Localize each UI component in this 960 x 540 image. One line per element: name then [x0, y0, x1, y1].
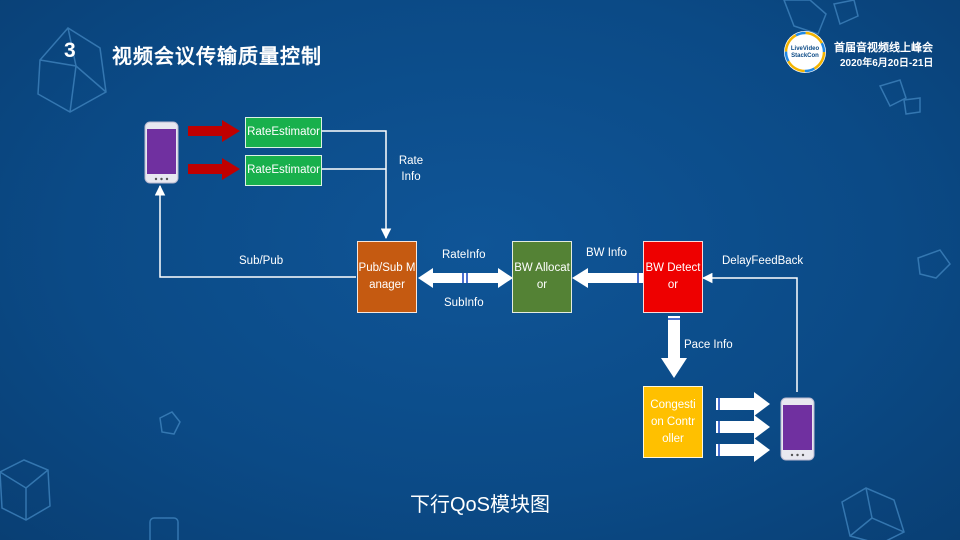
pubsub-manager-box: Pub/Sub Manager	[357, 241, 417, 313]
event-date: 2020年6月20日-21日	[840, 58, 934, 69]
decorative-cube-icon	[783, 0, 859, 35]
bw-info-label: BW Info	[586, 247, 627, 259]
phone-icon	[780, 397, 815, 461]
bw-info-arrow-stripe	[637, 273, 639, 283]
slide-number: 3	[64, 39, 76, 62]
red-arrow	[188, 158, 240, 180]
svg-text:LiveVideo: LiveVideo	[791, 46, 820, 52]
subinfo-label: SubInfo	[444, 297, 484, 309]
event-name: 首届音视频线上峰会	[834, 42, 933, 54]
pace-info-arrow	[661, 316, 687, 378]
phone-icon	[144, 121, 179, 184]
rateinfo-label: RateInfo	[442, 249, 486, 261]
controller-output-arrows	[716, 392, 770, 462]
rate-estimator-box: RateEstimator	[245, 117, 322, 148]
rateinfo-double-arrow	[418, 268, 513, 288]
decorative-cube-icon	[0, 459, 51, 521]
decorative-cube-icon	[841, 487, 905, 540]
delay-feedback-label: DelayFeedBack	[722, 255, 804, 267]
rate-estimator-box: RateEstimator	[245, 155, 322, 186]
diagram-caption: 下行QoS模块图	[409, 494, 551, 516]
rate-info-label: Rate Info	[398, 155, 424, 183]
sub-pub-connector	[154, 184, 356, 278]
decorative-cube-icon	[159, 411, 181, 435]
decorative-cube-icon	[878, 79, 921, 115]
red-arrow	[188, 120, 240, 142]
decorative-cube-icon	[917, 249, 951, 279]
rateinfo-double-arrow-stripe	[462, 273, 464, 283]
pace-info-arrow-stripe	[668, 318, 680, 320]
pace-info-label: Pace Info	[684, 339, 733, 351]
sub-pub-label: Sub/Pub	[239, 255, 284, 267]
svg-text:StackCon: StackCon	[791, 53, 819, 59]
decorative-cube-icon	[149, 517, 179, 540]
delay-feedback-connector	[701, 272, 798, 392]
rateinfo-double-arrow-stripe	[466, 273, 468, 283]
bw-detector-box: BW Detector	[643, 241, 703, 313]
bw-allocator-box: BW Allocator	[512, 241, 572, 313]
page-title: 视频会议传输质量控制	[112, 46, 322, 68]
congestion-controller-box: Congestion Controller	[643, 386, 703, 458]
decorative-cube-icon	[37, 27, 107, 113]
bw-info-arrow	[572, 268, 643, 288]
rate-info-connector	[322, 130, 392, 240]
